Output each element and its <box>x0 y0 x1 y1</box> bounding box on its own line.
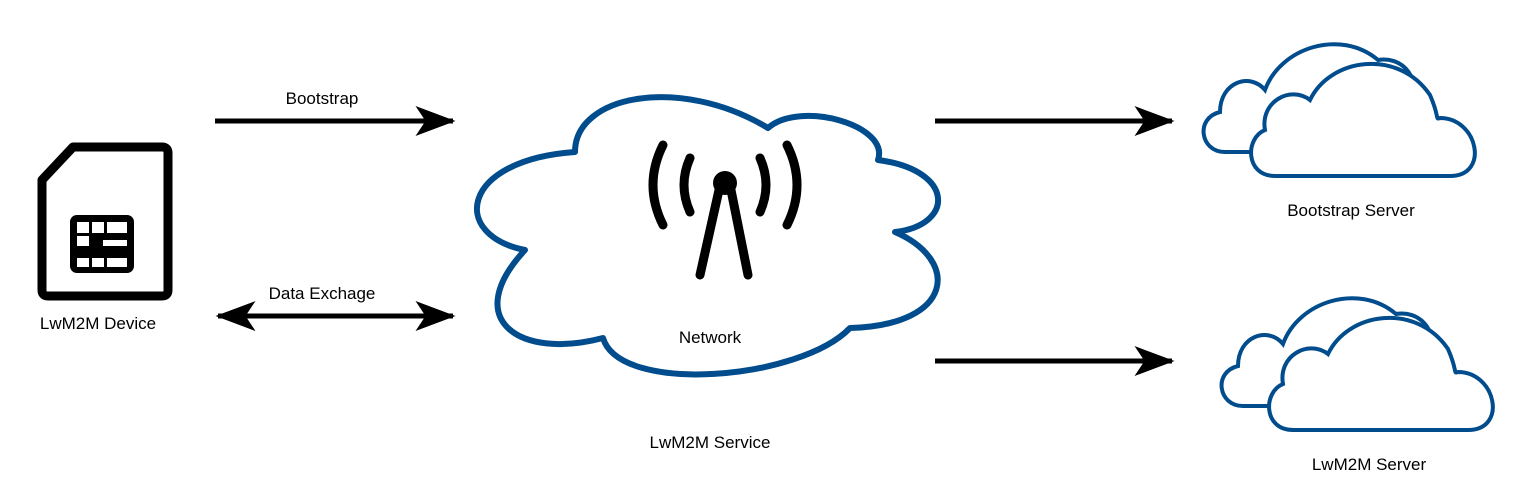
antenna-icon <box>648 140 802 280</box>
bootstrap-server-label: Bootstrap Server <box>1287 201 1415 220</box>
bootstrap-edge: Bootstrap <box>215 89 456 136</box>
network-label: Network <box>679 328 742 347</box>
cloud-icon <box>1201 42 1477 178</box>
data-exchange-edge: Data Exchage <box>215 284 456 331</box>
bootstrap-edge-label: Bootstrap <box>286 89 359 108</box>
sim-card-icon <box>37 142 173 301</box>
data-exchange-edge-label: Data Exchage <box>269 284 376 303</box>
cloud-icon <box>1219 296 1495 432</box>
bootstrap-server: Bootstrap Server <box>1201 42 1477 220</box>
device-label: LwM2M Device <box>40 314 156 333</box>
network-cloud: Network <box>473 94 941 378</box>
lwm2m-device: LwM2M Device <box>37 142 173 333</box>
lwm2m-server-label: LwM2M Server <box>1312 455 1427 474</box>
service-label: LwM2M Service <box>650 433 771 452</box>
lwm2m-server: LwM2M Server <box>1219 296 1495 474</box>
